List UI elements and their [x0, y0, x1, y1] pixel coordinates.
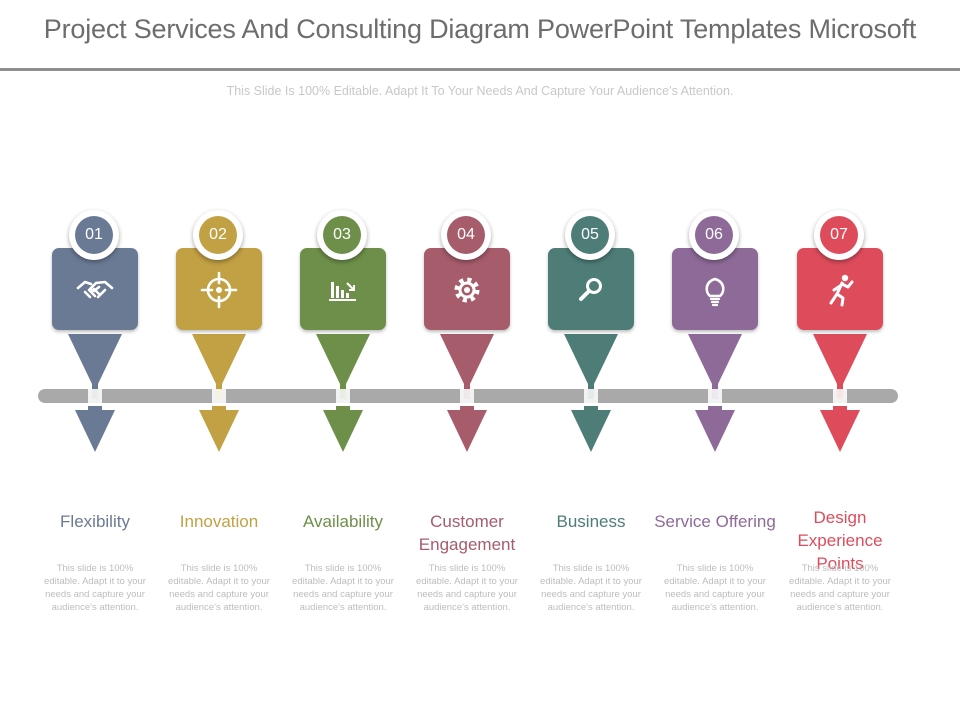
step-5: 05 Business This slide is 100% editable.… [540, 200, 666, 640]
step-description: This slide is 100% editable. Adapt it to… [292, 563, 394, 613]
step-3: 03 Availability This slide is 100% edita… [292, 200, 418, 640]
bar-chart-icon [329, 282, 356, 301]
step-label: Business [556, 512, 626, 531]
target-icon [200, 271, 238, 309]
step-number-badge: 05 [565, 210, 615, 260]
step-description: This slide is 100% editable. Adapt it to… [416, 563, 518, 613]
step-icon-box [672, 248, 758, 330]
step-description: This slide is 100% editable. Adapt it to… [44, 563, 146, 613]
step-label: Design Experience Points [797, 508, 883, 573]
handshake-icon [76, 280, 114, 299]
step-arrow [813, 334, 867, 452]
step-1: 01 Flexibility This slide is 100% editab… [44, 200, 170, 640]
step-number: 04 [447, 216, 485, 254]
step-icon-box [176, 248, 262, 330]
step-6: 06 Service Offering This slide is 100% e… [654, 200, 790, 640]
gear-icon [454, 277, 480, 303]
step-arrow [688, 334, 742, 452]
step-arrow [316, 334, 370, 452]
step-label: Customer Engagement [418, 512, 516, 554]
step-number: 03 [323, 216, 361, 254]
step-label: Availability [302, 512, 383, 531]
step-description: This slide is 100% editable. Adapt it to… [789, 563, 891, 613]
running-person-icon [829, 274, 854, 307]
step-number: 05 [571, 216, 609, 254]
step-label: Flexibility [60, 512, 130, 531]
step-icon-box [52, 248, 138, 330]
step-arrow [440, 334, 494, 452]
step-number: 01 [75, 216, 113, 254]
step-2: 02 Innovation This slide is 100% editabl… [168, 200, 294, 640]
step-number: 07 [820, 216, 858, 254]
step-arrow [68, 334, 122, 452]
step-label: Innovation [179, 512, 259, 531]
step-number-badge: 04 [441, 210, 491, 260]
step-4: 04 Customer Engagement This slide is 100… [416, 200, 542, 640]
step-number-badge: 01 [69, 210, 119, 260]
step-7: 07 Design Experience Points This slide i… [789, 200, 915, 640]
page-subtitle: This Slide Is 100% Editable. Adapt It To… [226, 84, 734, 98]
step-icon-box [548, 248, 634, 330]
step-description: This slide is 100% editable. Adapt it to… [664, 563, 766, 613]
page-title: Project Services And Consulting Diagram … [43, 14, 917, 44]
step-number: 06 [695, 216, 733, 254]
step-number-badge: 07 [814, 210, 864, 260]
step-number-badge: 02 [193, 210, 243, 260]
step-arrow [192, 334, 246, 452]
step-icon-box [797, 248, 883, 330]
step-icon-box [300, 248, 386, 330]
lightbulb-icon [705, 277, 725, 307]
step-label: Service Offering [654, 512, 776, 531]
step-number-badge: 03 [317, 210, 367, 260]
step-description: This slide is 100% editable. Adapt it to… [168, 563, 270, 613]
magnifier-icon [579, 278, 602, 301]
step-number-badge: 06 [689, 210, 739, 260]
step-description: This slide is 100% editable. Adapt it to… [540, 563, 642, 613]
title-divider [0, 68, 960, 71]
step-number: 02 [199, 216, 237, 254]
step-icon-box [424, 248, 510, 330]
step-arrow [564, 334, 618, 452]
